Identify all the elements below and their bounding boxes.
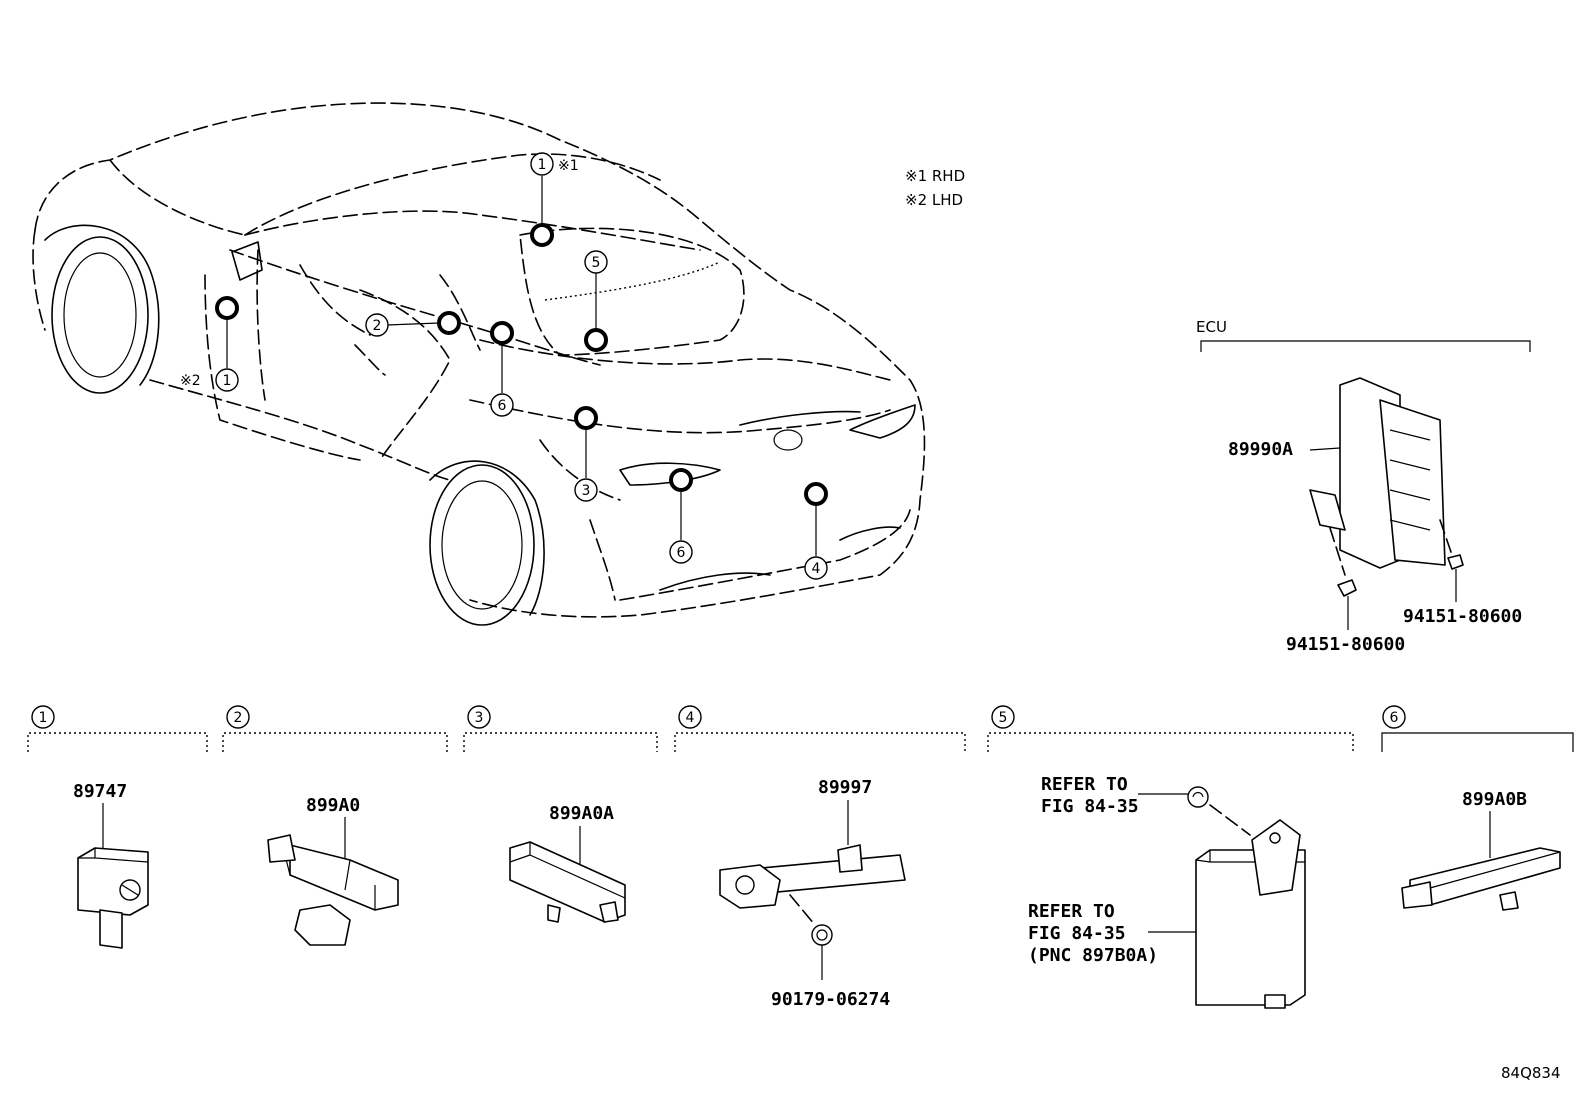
ecu-part-number: 89990A (1228, 439, 1293, 460)
car-callout-5: 5 (592, 255, 601, 271)
section-6-number: 6 (1390, 710, 1399, 726)
figure-code: 84Q834 (1501, 1064, 1561, 1082)
part-90179-06274: 90179-06274 (771, 989, 890, 1010)
refer-to-1-line1: REFER TO (1041, 774, 1128, 795)
car-callout-lhd-mark: ※2 (180, 373, 201, 389)
section-1-number: 1 (39, 710, 48, 726)
part-899a0: 899A0 (306, 795, 360, 816)
section-5-number: 5 (999, 710, 1008, 726)
car-callout-3: 3 (582, 483, 591, 499)
section-5: 5 REFER TO FIG 84-35 REFER TO FIG 84-35 … (987, 705, 1354, 1009)
section-3: 3 899A0A (463, 705, 658, 923)
refer-to-2-line2: FIG 84-35 (1028, 923, 1126, 944)
refer-to-2-line1: REFER TO (1028, 901, 1115, 922)
car-callout-4: 4 (812, 561, 821, 577)
section-4: 4 89997 90179-06274 (674, 705, 966, 1010)
car-callout-1-side: 1 (223, 373, 232, 389)
section-2-number: 2 (234, 710, 243, 726)
note-rhd: ※1 RHD (905, 167, 965, 185)
section-2: 2 899A0 (222, 705, 448, 946)
refer-to-2-line3: (PNC 897B0A) (1028, 945, 1158, 966)
section-4-number: 4 (686, 710, 695, 726)
car-callout-6-lower: 6 (677, 545, 686, 561)
section-1: 1 89747 (27, 705, 208, 949)
section-3-number: 3 (475, 710, 484, 726)
car-callout-1-top: 1 (538, 157, 547, 173)
section-6: 6 899A0B (1381, 705, 1574, 911)
part-899a0a: 899A0A (549, 803, 614, 824)
note-lhd: ※2 LHD (905, 191, 963, 209)
ecu-title: ECU (1196, 318, 1227, 336)
car-callout-rhd-mark: ※1 (558, 158, 579, 174)
ecu-group: ECU 89990A 94151-80600 94151-80600 (1196, 318, 1531, 655)
ecu-nut-left: 94151-80600 (1286, 634, 1405, 655)
refer-to-1-line2: FIG 84-35 (1041, 796, 1139, 817)
part-899a0b: 899A0B (1462, 789, 1527, 810)
part-89997: 89997 (818, 777, 872, 798)
car-callout-2: 2 (373, 318, 382, 334)
part-89747: 89747 (73, 781, 127, 802)
car-callout-6-upper: 6 (498, 398, 507, 414)
ecu-nut-right: 94151-80600 (1403, 606, 1522, 627)
car-illustration: 1 ※1 5 2 6 1 ※2 3 6 4 (32, 102, 926, 626)
